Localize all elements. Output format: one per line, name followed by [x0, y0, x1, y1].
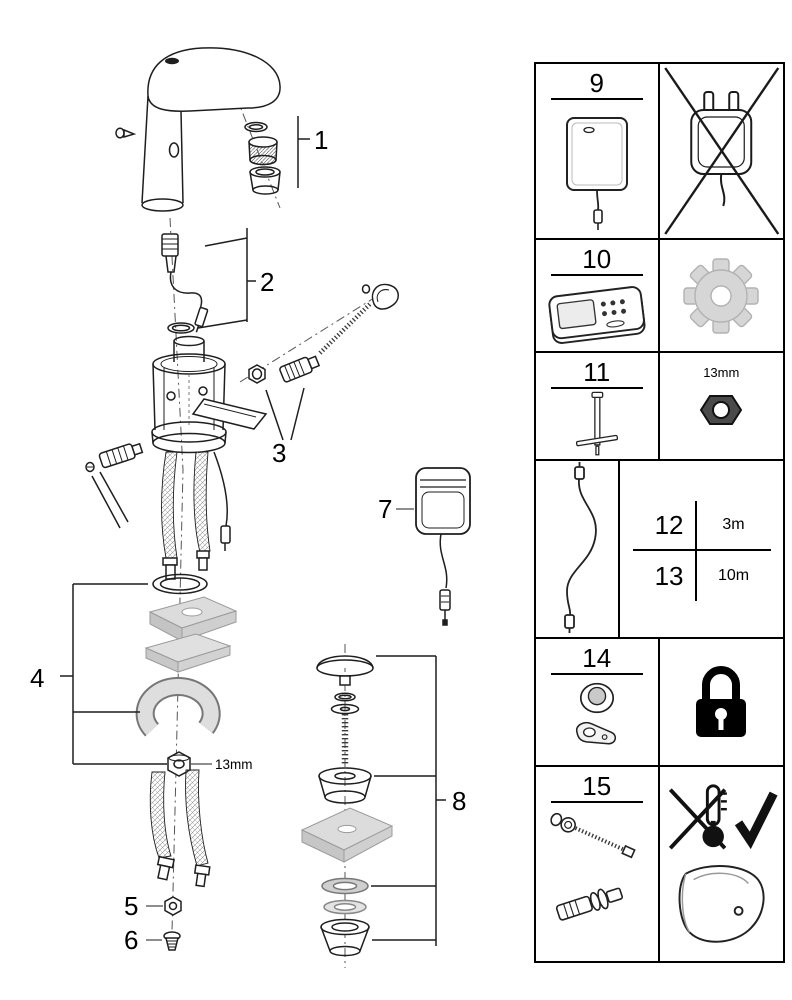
cell-15-number: 15 [582, 771, 612, 801]
mounting-plate [191, 398, 268, 430]
hex-nut-icon [700, 395, 743, 425]
connection-parts-icon [550, 812, 636, 921]
extension-cable-icon [564, 462, 597, 633]
panel-row-12-13: 12 3m 13 10m [536, 461, 783, 639]
cell-13-number: 13 [633, 551, 697, 601]
part-label-8: 8 [452, 786, 466, 816]
mounting-tool-icon [575, 391, 618, 456]
exploded-view-faucet: 1 2 [30, 47, 471, 968]
panel-cell-15b [660, 767, 784, 961]
crossed-power-adapter-icon [663, 67, 779, 235]
part-label-7: 7 [378, 494, 392, 524]
part-2-leader [197, 228, 256, 329]
aerator-service-set-icon [575, 682, 616, 745]
panel-row-10: 10 [536, 240, 783, 353]
cell-12-number: 12 [632, 501, 697, 551]
panel-cell-15: 15 [536, 767, 660, 961]
lever-handle [371, 283, 399, 310]
part-label-4: 4 [30, 663, 44, 693]
part-label-5: 5 [124, 891, 138, 921]
left-valve-parts [85, 442, 144, 529]
part-4-mounting-set [135, 573, 238, 777]
cell-11-number: 11 [583, 357, 611, 387]
panel-cell-11: 11 [536, 353, 660, 459]
panel-cell-14: 14 [536, 639, 660, 765]
panel-row-15: 15 [536, 767, 783, 961]
part-4-leader [60, 583, 167, 765]
cell-10-number: 10 [582, 244, 612, 274]
panel-row-11: 11 13mm [536, 353, 783, 461]
part-7-power-adapter [396, 467, 471, 626]
part-6-screw [146, 931, 181, 951]
side-screw [115, 127, 137, 139]
panel-cell-14b [660, 639, 784, 765]
horseshoe-washer [135, 677, 221, 737]
remote-control-icon [548, 286, 646, 344]
temperature-check-icon [669, 784, 778, 850]
nut-size-label: 13mm [215, 757, 253, 772]
cell-14-number: 14 [582, 643, 612, 673]
panel-row-9: 9 [536, 64, 783, 240]
nut-size-caption: 13mm [703, 365, 740, 380]
panel-cell-cable [536, 461, 620, 637]
panel-cell-10: 10 [536, 240, 660, 351]
gear-icon [683, 258, 759, 334]
part-3-fittings [248, 283, 399, 384]
power-supply-box-icon [565, 117, 628, 230]
sink-deck-shape [144, 596, 238, 673]
part-label-1: 1 [314, 125, 328, 155]
cell-12-length: 3m [696, 501, 771, 551]
part-label-3: 3 [272, 438, 286, 468]
supply-hoses [149, 769, 211, 888]
panel-cell-11b: 13mm [660, 353, 784, 459]
part-1-leader [297, 116, 310, 188]
sink-deck-shape-2 [300, 807, 394, 863]
part-8-leader [371, 655, 446, 946]
cover-shell-icon [678, 865, 765, 943]
sensor-window [168, 142, 180, 158]
panel-row-14: 14 [536, 639, 783, 767]
panel-cell-lengths: 12 3m 13 10m [620, 461, 783, 637]
padlock-icon [696, 666, 747, 737]
part-1-aerator-set [244, 121, 281, 195]
faucet-body [115, 47, 281, 212]
part-label-2: 2 [260, 267, 274, 297]
hose-upper-2 [193, 451, 211, 553]
temperature-cover-stack [663, 767, 779, 961]
panel-cell-9b [660, 64, 784, 238]
accessories-panel: 9 [534, 62, 785, 963]
cell-13-length: 10m [717, 567, 750, 584]
hose-upper-1 [161, 451, 178, 559]
sensor-dot [165, 57, 179, 65]
part-5-nut [146, 896, 182, 916]
panel-cell-10b [660, 240, 784, 351]
cable-length-table: 12 3m 13 10m [632, 501, 771, 601]
mounting-shaft-assembly [151, 335, 268, 580]
part-2-sensor-cable [161, 233, 209, 334]
mounting-nut [167, 751, 191, 777]
part-8-drain-set [300, 655, 394, 957]
part-3-leader [265, 387, 305, 441]
part-label-6: 6 [124, 925, 138, 955]
panel-cell-9: 9 [536, 64, 660, 238]
cell-9-number: 9 [589, 68, 604, 98]
